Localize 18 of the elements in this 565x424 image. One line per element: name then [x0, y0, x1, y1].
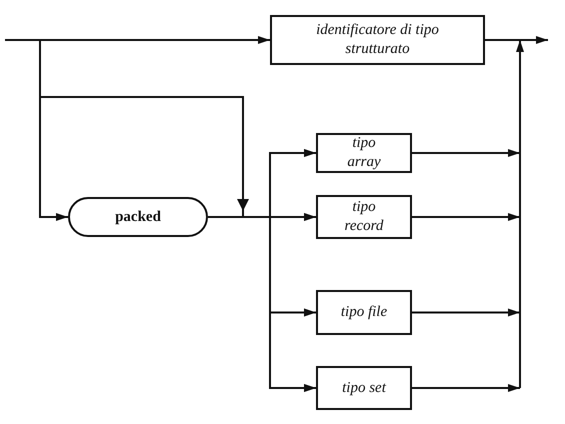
arrow: [412, 308, 520, 316]
node-label: tipo record: [344, 198, 384, 236]
node-label: packed: [115, 208, 161, 226]
arrow: [412, 149, 520, 157]
node-label: identificatore di tipo strutturato: [315, 21, 440, 59]
arrow: [412, 213, 520, 221]
node-label: tipo array: [346, 134, 382, 172]
nonterminal-box: [316, 366, 412, 410]
terminal-symbol: [68, 197, 208, 237]
arrow: [5, 36, 270, 44]
node-label: tipo file: [340, 303, 388, 322]
node-label: tipo set: [342, 378, 386, 398]
nonterminal-box: [316, 133, 412, 173]
nonterminal-box: [316, 195, 412, 239]
arrow: [412, 384, 520, 392]
nonterminal-box: [270, 15, 485, 65]
arrow: [485, 36, 548, 44]
nonterminal-box: [316, 290, 412, 335]
